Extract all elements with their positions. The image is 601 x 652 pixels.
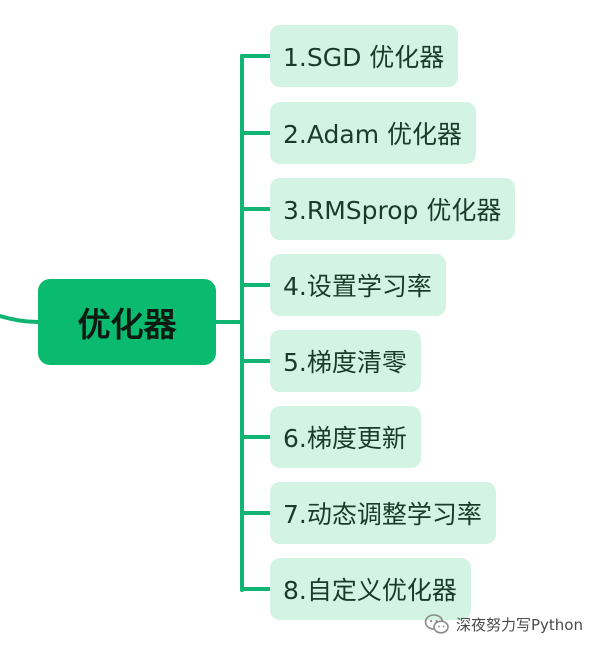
branch-node-label: 1.SGD 优化器 xyxy=(283,43,445,72)
root-node-label: 优化器 xyxy=(77,305,177,344)
branch-node-sgd[interactable]: 1.SGD 优化器 xyxy=(270,25,459,87)
branch-node-adam[interactable]: 2.Adam 优化器 xyxy=(270,102,477,164)
branch-node-gradient-update[interactable]: 6.梯度更新 xyxy=(270,406,421,468)
branch-node-label: 3.RMSprop 优化器 xyxy=(283,196,502,225)
branch-node-label: 5.梯度清零 xyxy=(283,348,407,377)
wechat-icon xyxy=(424,614,449,634)
watermark: 深夜努力写Python xyxy=(424,610,583,638)
branch-node-set-learning-rate[interactable]: 4.设置学习率 xyxy=(270,254,446,316)
branch-node-label: 4.设置学习率 xyxy=(283,272,432,301)
watermark-text: 深夜努力写Python xyxy=(456,615,583,634)
branch-node-label: 2.Adam 优化器 xyxy=(283,120,463,149)
branch-node-zero-grad[interactable]: 5.梯度清零 xyxy=(270,330,421,392)
root-node-optimizer[interactable]: 优化器 xyxy=(38,279,216,365)
branch-node-label: 7.动态调整学习率 xyxy=(283,500,482,529)
branch-node-label: 6.梯度更新 xyxy=(283,424,407,453)
branch-node-rmsprop[interactable]: 3.RMSprop 优化器 xyxy=(270,178,516,240)
branch-node-lr-scheduler[interactable]: 7.动态调整学习率 xyxy=(270,482,496,544)
branch-node-label: 8.自定义优化器 xyxy=(283,576,457,605)
branch-node-custom-optimizer[interactable]: 8.自定义优化器 xyxy=(270,558,471,620)
